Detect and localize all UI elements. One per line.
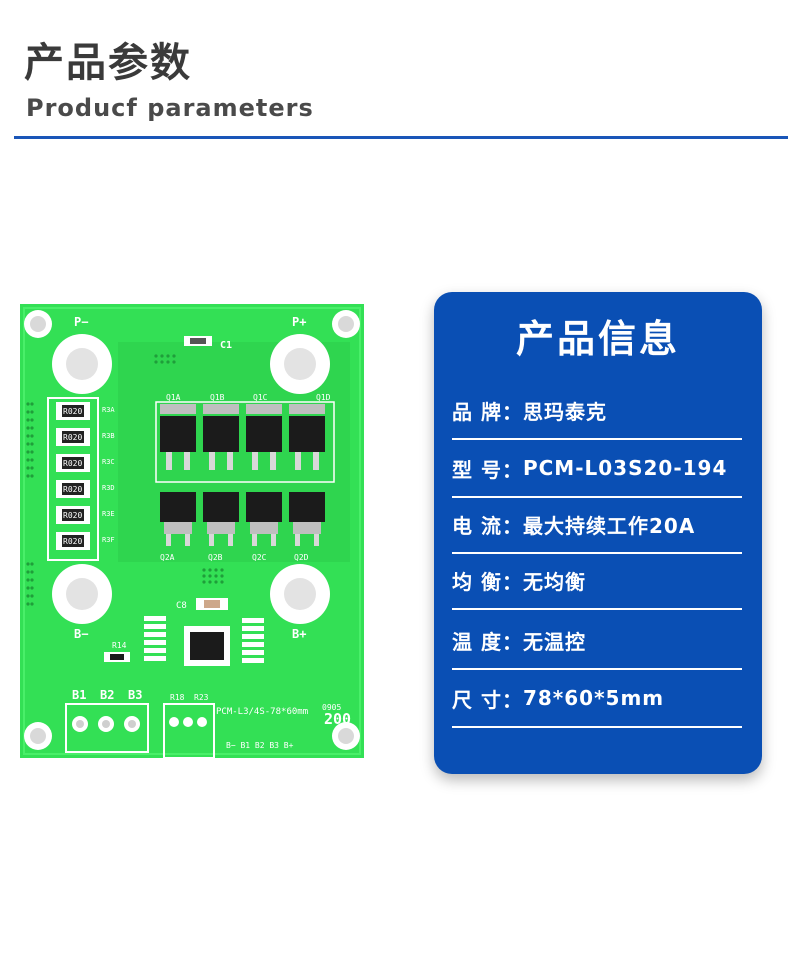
silk-q1b: Q1B: [210, 393, 225, 402]
silk-q1a: Q1A: [166, 393, 181, 402]
silk-model: PCM-L3/4S-78*60mm: [216, 707, 308, 717]
aux-connector: [163, 703, 215, 758]
terminal-pads: [52, 334, 330, 624]
resistor-code-4: R020: [63, 485, 82, 494]
silk-q2b: Q2B: [208, 553, 223, 562]
small-passives: [144, 616, 264, 663]
info-value-balance: 无均衡: [522, 569, 586, 594]
pcb-edge: [23, 307, 361, 755]
silk-r3c: R3C: [102, 458, 115, 466]
info-value-temperature: 无温控: [522, 629, 586, 654]
balance-connector: [65, 703, 149, 753]
mosfet-row-q2: [160, 492, 325, 546]
control-ic: [190, 632, 224, 660]
info-row-balance: 均 衡： 无均衡: [452, 552, 742, 610]
info-row-brand: 品 牌： 思玛泰克: [452, 382, 742, 440]
silk-q1c: Q1C: [253, 393, 268, 402]
info-card-title: 产品信息: [515, 317, 680, 361]
silk-q2c: Q2C: [252, 553, 267, 562]
silk-r3f: R3F: [102, 536, 115, 544]
silk-r18: R18: [170, 693, 185, 702]
mounting-holes: [24, 310, 360, 750]
info-value-model: PCM-L03S20-194: [522, 456, 728, 480]
resistor-code-5: R020: [63, 511, 82, 520]
pcb-board-image: P− P+ C1 B− B+ R020 R020 R020 R020 R020 …: [20, 304, 364, 758]
silk-b2: B2: [100, 688, 114, 702]
silk-r3d: R3D: [102, 484, 115, 492]
info-label-current: 电 流：: [452, 513, 523, 538]
page-title-cn: 产品参数: [24, 40, 192, 86]
silk-p-minus: P−: [74, 315, 88, 329]
silk-q2d: Q2D: [294, 553, 309, 562]
silk-pin-labels: B− B1 B2 B3 B+: [226, 741, 294, 750]
resistor-code-3: R020: [63, 459, 82, 468]
info-row-current: 电 流： 最大持续工作20A: [452, 496, 742, 554]
shunt-resistors: R020 R020 R020 R020 R020 R020 R3A R3B R3…: [47, 397, 115, 561]
silk-r3a: R3A: [102, 406, 115, 414]
resistor-code-1: R020: [63, 407, 82, 416]
title-divider: [14, 136, 788, 139]
info-row-model: 型 号： PCM-L03S20-194: [452, 440, 742, 498]
via-array: [26, 354, 224, 606]
info-value-size: 78*60*5mm: [522, 686, 665, 710]
silk-rev: 200: [324, 710, 351, 728]
silk-b-minus: B−: [74, 627, 88, 641]
mosfet-row-q1: [155, 401, 335, 483]
resistor-code-2: R020: [63, 433, 82, 442]
info-value-brand: 思玛泰克: [522, 399, 607, 424]
pcb-board-drawing: P− P+ C1 B− B+ R020 R020 R020 R020 R020 …: [20, 304, 364, 758]
page-title-en: Producf parameters: [26, 94, 314, 122]
info-label-size: 尺 寸：: [452, 687, 523, 712]
silk-c1: C1: [220, 340, 232, 351]
silk-p-plus: P+: [292, 315, 306, 329]
silk-r14: R14: [112, 641, 127, 650]
info-label-brand: 品 牌：: [452, 399, 523, 424]
silk-c8: C8: [176, 601, 187, 611]
info-label-temperature: 温 度：: [452, 629, 523, 654]
info-label-model: 型 号：: [452, 457, 523, 482]
silk-date: 0905: [322, 703, 341, 712]
info-row-temperature: 温 度： 无温控: [452, 612, 742, 670]
info-value-current: 最大持续工作20A: [522, 513, 696, 538]
silk-r3e: R3E: [102, 510, 115, 518]
silk-b3: B3: [128, 688, 142, 702]
product-info-card: 产品信息 品 牌： 思玛泰克 型 号： PCM-L03S20-194 电 流： …: [434, 292, 762, 774]
silk-b-plus: B+: [292, 627, 306, 641]
silk-q1d: Q1D: [316, 393, 331, 402]
silk-q2a: Q2A: [160, 553, 175, 562]
info-row-size: 尺 寸： 78*60*5mm: [452, 670, 742, 728]
resistor-code-6: R020: [63, 537, 82, 546]
silk-r3b: R3B: [102, 432, 115, 440]
silk-r23: R23: [194, 693, 209, 702]
silk-b1: B1: [72, 688, 86, 702]
info-label-balance: 均 衡：: [452, 569, 523, 594]
